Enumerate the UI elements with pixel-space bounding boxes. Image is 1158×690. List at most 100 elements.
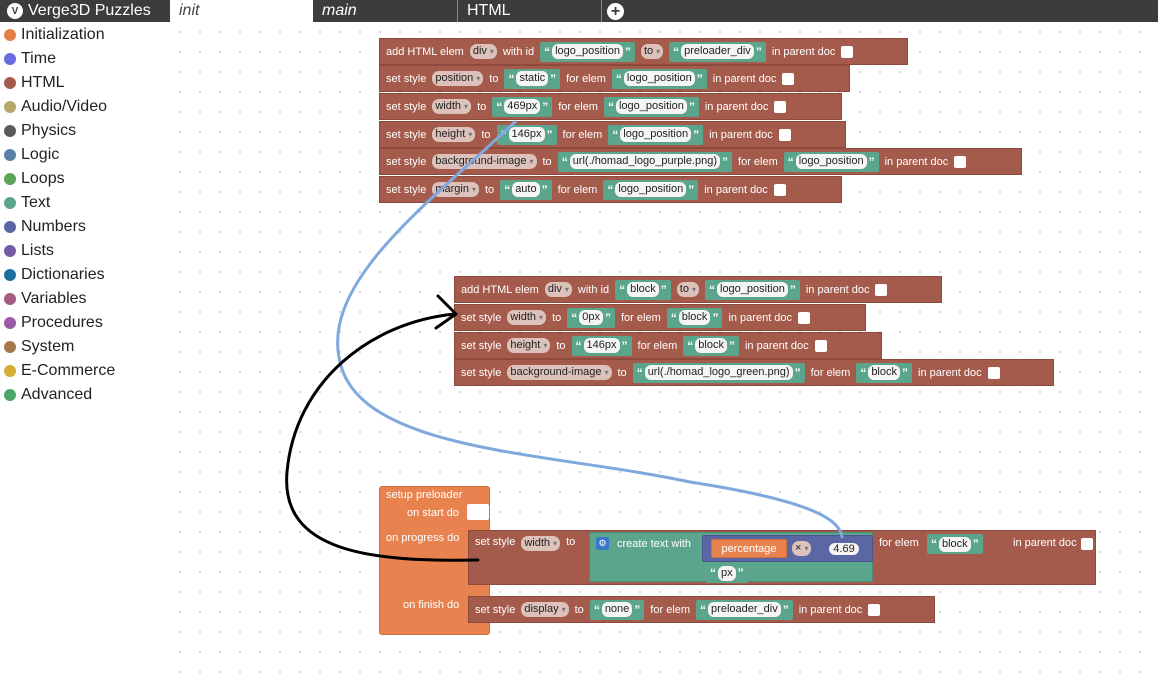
in-parent-doc-checkbox[interactable] (1081, 538, 1093, 550)
text-value[interactable]: auto (512, 182, 540, 197)
sidebar-item-html[interactable]: HTML (0, 71, 65, 95)
set-style-block[interactable]: set style display to “none” for elem “pr… (468, 596, 935, 623)
elem-type-dropdown[interactable]: div (544, 282, 572, 297)
set-style-block[interactable]: set style background-image to “url(./hom… (454, 359, 1054, 386)
in-parent-doc-checkbox[interactable] (841, 45, 854, 58)
text-value[interactable]: preloader_div (681, 44, 754, 59)
text-block[interactable]: “url(./homad_logo_green.png)” (632, 362, 805, 383)
style-property-dropdown[interactable]: height (432, 127, 476, 142)
text-block[interactable]: “px” (706, 563, 748, 583)
text-value[interactable]: logo_position (717, 282, 788, 297)
text-block[interactable]: “block” (927, 534, 983, 554)
add-html-elem-block[interactable]: add HTML elem div with id “block” to “lo… (454, 276, 942, 303)
text-block[interactable]: “block” (856, 362, 912, 383)
text-value[interactable]: static (516, 71, 549, 86)
text-block[interactable]: “preloader_div” (669, 41, 766, 62)
in-parent-doc-checkbox[interactable] (782, 72, 795, 85)
tab-html[interactable]: HTML (458, 0, 602, 22)
text-block[interactable]: “logo_position” (540, 41, 635, 62)
in-parent-doc-checkbox[interactable] (868, 603, 881, 616)
text-block[interactable]: “146px” (571, 335, 632, 356)
text-block[interactable]: “logo_position” (705, 279, 800, 300)
in-parent-doc-checkbox[interactable] (987, 366, 1000, 379)
text-value[interactable]: 146px (508, 127, 545, 142)
in-parent-doc-checkbox[interactable] (773, 183, 786, 196)
sidebar-item-logic[interactable]: Logic (0, 143, 59, 167)
set-style-block[interactable]: set style background-image to “url(./hom… (379, 148, 1022, 175)
set-style-block[interactable]: set style height to “146px” for elem “bl… (454, 332, 882, 359)
math-operator-dropdown[interactable]: × (792, 541, 812, 556)
sidebar-item-text[interactable]: Text (0, 191, 50, 215)
style-property-dropdown[interactable]: background-image (507, 365, 612, 380)
text-block[interactable]: “block” (683, 335, 739, 356)
text-value[interactable]: logo_position (620, 127, 692, 142)
sidebar-item-e-commerce[interactable]: E-Commerce (0, 359, 115, 383)
set-style-block[interactable]: set style width to “0px” for elem “block… (454, 304, 866, 331)
add-html-elem-block[interactable]: add HTML elem div with id “logo_position… (379, 38, 908, 65)
text-block[interactable]: “block” (615, 279, 671, 300)
text-value[interactable]: url(./homad_logo_green.png) (644, 365, 793, 380)
set-style-block[interactable]: set style margin to “auto” for elem “log… (379, 176, 842, 203)
set-style-block[interactable]: set style position to “static” for elem … (379, 65, 850, 92)
text-value[interactable]: block (627, 282, 659, 297)
text-value[interactable]: logo_position (623, 71, 695, 86)
puzzle-workspace[interactable]: add HTML elem div with id “logo_position… (170, 22, 1158, 690)
text-value[interactable]: none (601, 602, 633, 617)
sidebar-item-variables[interactable]: Variables (0, 287, 87, 311)
sidebar-item-loops[interactable]: Loops (0, 167, 65, 191)
number-block[interactable]: 4.69 (825, 539, 863, 558)
text-block[interactable]: “logo_position” (603, 179, 699, 200)
sidebar-item-audio-video[interactable]: Audio/Video (0, 95, 107, 119)
style-property-dropdown[interactable]: width (521, 536, 561, 551)
set-style-block[interactable]: set style width to “469px” for elem “log… (379, 93, 842, 120)
text-block[interactable]: “logo_position” (611, 68, 707, 89)
text-value[interactable]: preloader_div (708, 602, 781, 617)
app-logo[interactable]: V Verge3D Puzzles (0, 0, 168, 22)
text-value[interactable]: logo_position (615, 182, 687, 197)
sidebar-item-time[interactable]: Time (0, 47, 56, 71)
on-start-slot[interactable] (467, 504, 489, 520)
text-block[interactable]: “preloader_div” (696, 599, 793, 620)
in-parent-doc-checkbox[interactable] (814, 339, 827, 352)
text-value[interactable]: block (678, 310, 711, 325)
text-value[interactable]: block (868, 365, 900, 380)
text-block[interactable]: “block” (666, 307, 723, 328)
elem-type-dropdown[interactable]: div (469, 44, 497, 59)
text-block[interactable]: “url(./homad_logo_purple.png)” (557, 151, 733, 172)
sidebar-item-dictionaries[interactable]: Dictionaries (0, 263, 105, 287)
insert-position-dropdown[interactable]: to (640, 44, 664, 59)
sidebar-item-system[interactable]: System (0, 335, 74, 359)
in-parent-doc-checkbox[interactable] (875, 283, 888, 296)
text-value[interactable]: px (718, 565, 736, 581)
text-value[interactable]: block (695, 338, 727, 353)
text-value[interactable]: block (939, 536, 971, 552)
number-value[interactable]: 4.69 (829, 542, 859, 555)
text-value[interactable]: 469px (504, 99, 541, 114)
style-property-dropdown[interactable]: position (432, 71, 484, 86)
in-parent-doc-checkbox[interactable] (954, 155, 967, 168)
text-block[interactable]: “146px” (496, 124, 557, 145)
add-tab-icon[interactable]: + (607, 3, 624, 20)
text-block[interactable]: “logo_position” (783, 151, 879, 172)
text-block[interactable]: “auto” (500, 179, 552, 200)
style-property-dropdown[interactable]: margin (432, 182, 479, 197)
style-property-dropdown[interactable]: width (507, 310, 547, 325)
sidebar-item-advanced[interactable]: Advanced (0, 383, 92, 407)
text-block[interactable]: “logo_position” (603, 96, 699, 117)
text-block[interactable]: “0px” (567, 307, 615, 328)
style-property-dropdown[interactable]: width (432, 99, 472, 114)
sidebar-item-physics[interactable]: Physics (0, 119, 76, 143)
text-value[interactable]: logo_position (615, 99, 687, 114)
text-value[interactable]: logo_position (795, 154, 867, 169)
text-value[interactable]: logo_position (552, 44, 623, 59)
style-property-dropdown[interactable]: display (521, 602, 569, 617)
tab-main[interactable]: main (313, 0, 458, 22)
text-value[interactable]: 0px (579, 310, 603, 325)
percentage-variable[interactable]: percentage (711, 539, 787, 558)
insert-position-dropdown[interactable]: to (676, 282, 699, 297)
sidebar-item-procedures[interactable]: Procedures (0, 311, 103, 335)
text-value[interactable]: 146px (583, 338, 620, 353)
in-parent-doc-checkbox[interactable] (774, 100, 787, 113)
tab-init[interactable]: init (170, 0, 313, 22)
set-style-block[interactable]: set style height to “146px” for elem “lo… (379, 121, 846, 148)
